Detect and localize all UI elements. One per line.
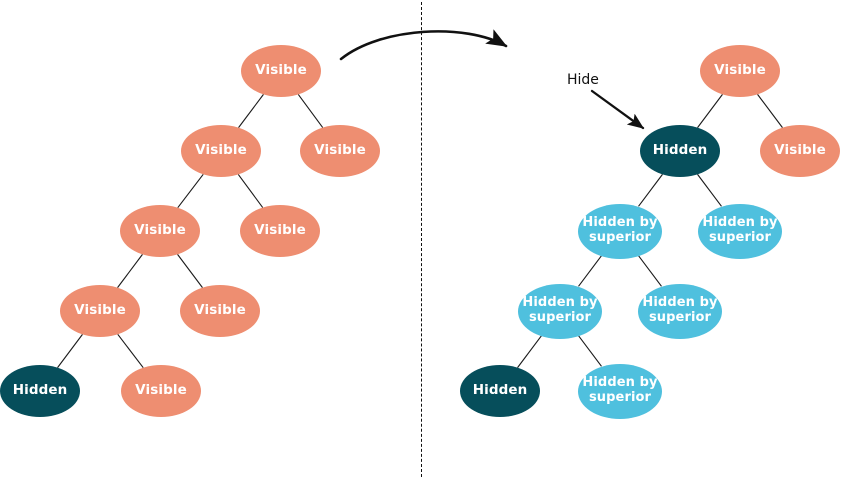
tree-node-visible[interactable]: Visible (181, 125, 261, 177)
tree-node-visible[interactable]: Visible (120, 205, 200, 257)
tree-node-label: Hidden (472, 382, 528, 399)
tree-edge (757, 94, 783, 128)
tree-node-label: Visible (195, 142, 247, 159)
tree-edge (697, 174, 722, 207)
tree-edge (237, 174, 264, 208)
tree-edge (517, 335, 542, 368)
tree-node-visible[interactable]: Visible (300, 125, 380, 177)
tree-node-hidden[interactable]: Hidden (0, 365, 80, 417)
tree-node-label: Hidden by superior (582, 215, 658, 245)
tree-node-visible[interactable]: Visible (700, 45, 780, 97)
tree-node-label: Visible (254, 222, 306, 239)
hide-pointer-arrow (590, 89, 645, 130)
tree-node-label: Hidden (12, 382, 68, 399)
hide-annotation-label: Hide (567, 72, 599, 88)
tree-node-visible[interactable]: Visible (60, 285, 140, 337)
tree-edge (638, 255, 662, 287)
tree-edge (697, 94, 723, 128)
tree-node-hidden[interactable]: Hidden (460, 365, 540, 417)
tree-node-visible[interactable]: Visible (760, 125, 840, 177)
tree-edge (638, 174, 663, 207)
tree-edge (238, 94, 264, 128)
tree-node-visible[interactable]: Visible (180, 285, 260, 337)
tree-node-hidden-by-superior[interactable]: Hidden by superior (638, 283, 722, 339)
tree-edge (578, 335, 602, 367)
tree-edge (117, 333, 144, 369)
tree-node-hidden-by-superior[interactable]: Hidden by superior (698, 203, 782, 259)
tree-node-label: Visible (314, 142, 366, 159)
tree-node-label: Visible (774, 142, 826, 159)
transition-curved-arrow (339, 29, 508, 61)
tree-node-hidden[interactable]: Hidden (640, 125, 720, 177)
tree-node-label: Hidden (652, 142, 708, 159)
tree-node-label: Visible (135, 382, 187, 399)
tree-node-visible[interactable]: Visible (241, 45, 321, 97)
tree-node-label: Visible (134, 222, 186, 239)
tree-node-label: Visible (255, 62, 307, 79)
tree-edge (297, 94, 324, 128)
tree-node-hidden-by-superior[interactable]: Hidden by superior (578, 363, 662, 419)
tree-node-label: Visible (74, 302, 126, 319)
tree-node-visible[interactable]: Visible (240, 205, 320, 257)
tree-node-visible[interactable]: Visible (121, 365, 201, 417)
tree-edge (177, 173, 204, 209)
tree-edge (578, 255, 602, 287)
tree-edge (177, 254, 203, 288)
tree-node-hidden-by-superior[interactable]: Hidden by superior (518, 283, 602, 339)
vertical-dashed-divider (421, 2, 422, 477)
tree-edge (117, 254, 143, 288)
tree-node-label: Hidden by superior (582, 375, 658, 405)
tree-node-hidden-by-superior[interactable]: Hidden by superior (578, 203, 662, 259)
tree-node-label: Hidden by superior (642, 295, 718, 325)
tree-node-label: Hidden by superior (522, 295, 598, 325)
tree-node-label: Visible (714, 62, 766, 79)
tree-node-label: Visible (194, 302, 246, 319)
tree-edge (57, 334, 83, 368)
tree-node-label: Hidden by superior (702, 215, 778, 245)
